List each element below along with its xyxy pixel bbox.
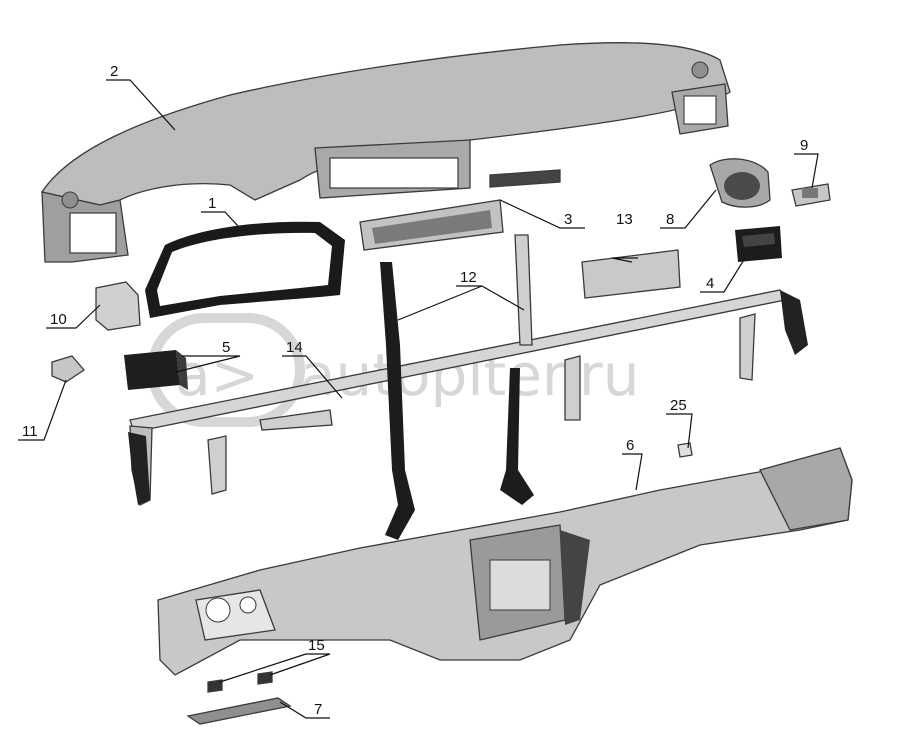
callout-10: 10 <box>50 311 67 328</box>
screws <box>207 671 273 693</box>
callout-14: 14 <box>286 339 303 356</box>
callout-8: 8 <box>666 211 674 228</box>
leader-12b <box>481 285 525 311</box>
callout-4: 4 <box>706 275 714 292</box>
glovebox-lid <box>581 249 681 299</box>
leader-lines <box>18 79 819 719</box>
leader-3 <box>499 199 585 229</box>
leader-1 <box>201 211 239 227</box>
callout-1: 1 <box>208 195 216 212</box>
leader-11 <box>18 379 67 441</box>
leader-10 <box>46 304 101 329</box>
leader-6 <box>622 453 643 491</box>
leader-7 <box>279 701 330 719</box>
leader-15a <box>269 653 331 676</box>
clip <box>677 442 693 458</box>
callout-6: 6 <box>626 437 634 454</box>
callout-5: 5 <box>222 339 230 356</box>
callout-11: 11 <box>22 423 38 440</box>
left-air-vent <box>124 350 188 390</box>
callout-2: 2 <box>110 63 118 80</box>
callout-9: 9 <box>800 137 808 154</box>
lower-dash-carrier <box>157 447 853 676</box>
leader-9 <box>794 153 819 189</box>
callout-13: 13 <box>616 211 633 228</box>
small-switch <box>791 183 831 207</box>
center-vent-grille <box>359 199 504 251</box>
dashboard-top-panel <box>40 41 731 263</box>
callout-12: 12 <box>460 269 477 286</box>
side-air-vent <box>709 158 771 208</box>
cross-car-beam <box>128 289 808 506</box>
left-vent-housing <box>95 281 141 331</box>
leader-4 <box>700 257 746 293</box>
callout-25: 25 <box>670 397 687 414</box>
leader-2 <box>106 79 176 131</box>
leader-12a <box>397 285 483 321</box>
leader-25 <box>666 413 693 449</box>
callout-labels: 2 1 3 13 8 9 4 10 11 5 14 12 25 6 15 7 <box>22 63 808 718</box>
instrument-cluster-bezel <box>145 221 345 318</box>
control-unit <box>735 226 782 262</box>
watermark-text: autopiter.ru <box>300 341 639 409</box>
callout-15: 15 <box>308 637 325 654</box>
leader-8 <box>660 189 717 229</box>
leader-5 <box>175 355 241 373</box>
leader-14 <box>282 355 343 399</box>
support-brackets <box>380 234 534 540</box>
trim-strip <box>186 697 292 725</box>
callout-3: 3 <box>564 211 572 228</box>
leader-15b <box>219 653 307 683</box>
left-switch <box>51 355 85 383</box>
callout-7: 7 <box>314 701 322 718</box>
leader-13 <box>611 257 638 263</box>
